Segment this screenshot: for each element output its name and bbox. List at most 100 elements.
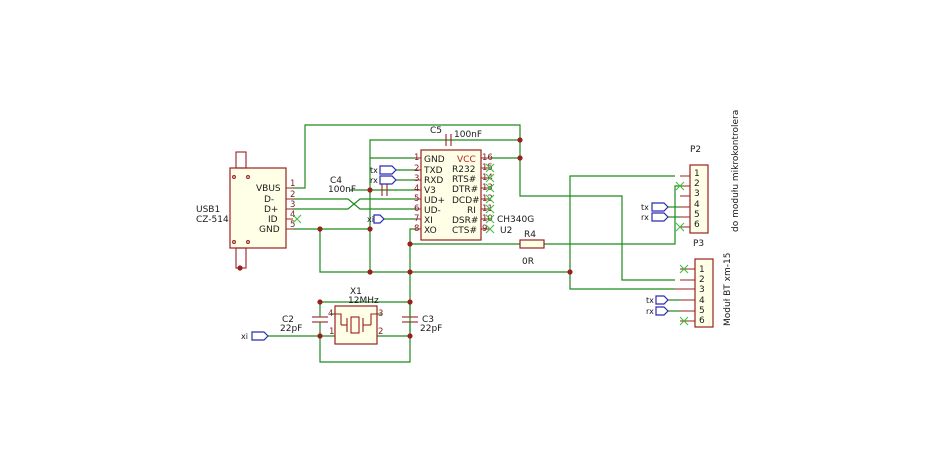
c3-ref: C3 (422, 315, 434, 325)
net-label-tx-u2-text: tx (370, 166, 378, 175)
p2-pin-3: 3 (694, 189, 700, 199)
usb-shield-bottom (235, 247, 247, 269)
u2-pin-rts: RTS# (452, 175, 476, 185)
u2-pin-udplus: UD+ (424, 196, 445, 206)
net-label-xi-u2[interactable]: xi (367, 214, 385, 224)
p3-pin-1: 1 (699, 265, 705, 275)
capacitor-c3[interactable]: C3 22pF (402, 312, 442, 334)
u2-pin-num-9: 9 (482, 224, 487, 234)
usb-id-no-connect (292, 214, 302, 224)
u2-pin-rxd: RXD (424, 176, 443, 186)
net-label-xi-crystal[interactable]: xi (241, 331, 269, 341)
net-label-tx-p2[interactable]: tx (641, 202, 669, 212)
p3-ref: P3 (693, 239, 704, 249)
u2-pin-num-14: 14 (482, 173, 493, 183)
u2-pin-v3: V3 (424, 186, 436, 196)
net-label-tx-p3-text: tx (646, 296, 654, 305)
u2-pin-num-1: 1 (414, 153, 419, 163)
connector-p3[interactable]: P3 Moduł BT xm-15 1 2 3 4 5 6 (675, 239, 733, 328)
u2-pin-num-13: 13 (482, 183, 493, 193)
usb-pin-vbus: VBUS (256, 184, 281, 194)
resistor-r4[interactable]: R4 0R (519, 230, 545, 267)
wire-dplus (293, 198, 415, 210)
u2-pin-xo: XO (424, 226, 437, 236)
net-label-rx-p2-text: rx (641, 213, 649, 222)
x1-pin-num-1: 1 (329, 327, 334, 337)
u2-pin-num-3: 3 (414, 174, 419, 184)
p3-pin-4: 4 (699, 296, 705, 306)
usb-pin-num-5: 5 (290, 220, 295, 230)
net-label-tx-u2[interactable]: tx (370, 165, 397, 175)
u2-pin-num-4: 4 (414, 184, 419, 194)
junctions (317, 137, 573, 339)
x1-pin-num-2: 2 (378, 327, 383, 337)
p3-description: Moduł BT xm-15 (723, 253, 733, 326)
usb-pin-dminus: D- (264, 195, 274, 205)
u2-body (420, 149, 482, 241)
u2-pin-txd: TXD (423, 166, 443, 176)
u2-pin-num-15: 15 (482, 163, 493, 173)
net-label-tx-p3[interactable]: tx (646, 295, 669, 305)
u2-pin-num-12: 12 (482, 194, 493, 204)
u2-pin-dcd: DCD# (452, 196, 480, 206)
u2-pin-r232: R232 (452, 165, 475, 175)
wires (268, 124, 680, 363)
wire-gnd-p2 (569, 175, 675, 272)
c5-ref: C5 (430, 126, 442, 136)
x1-pin-num-4: 4 (328, 309, 333, 319)
net-label-rx-u2-text: rx (370, 176, 378, 185)
p3-pin-3: 3 (699, 285, 705, 295)
usb-pin-gnd: GND (259, 225, 280, 235)
c2-ref: C2 (282, 315, 294, 325)
p2-pin-5: 5 (694, 210, 700, 220)
p2-pin-4: 4 (694, 200, 700, 210)
u2-pin-num-16: 16 (482, 153, 493, 163)
x1-pin-num-3: 3 (378, 309, 383, 319)
net-label-xi-crystal-text: xi (241, 332, 248, 341)
capacitor-c4[interactable]: C4 100nF (328, 176, 388, 196)
ic-u2-ch340g[interactable]: 1 2 3 4 5 6 7 8 GND TXD RXD V3 UD+ UD- X… (414, 149, 534, 241)
r4-ref: R4 (524, 230, 536, 240)
u2-pin-cts: CTS# (452, 226, 477, 236)
u2-pin-num-11: 11 (482, 204, 493, 214)
usb-shield-top (235, 151, 247, 169)
u2-pin-dtr: DTR# (452, 185, 478, 195)
usb-pin-num-2: 2 (290, 190, 295, 200)
usb-body (229, 167, 287, 249)
p3-no-connects (679, 264, 689, 326)
u2-pin-dsr: DSR# (452, 216, 478, 226)
connector-p2[interactable]: P2 do modułu mikrokontrolera 1 2 3 4 5 6 (675, 110, 741, 234)
p3-pin-2: 2 (699, 275, 705, 285)
crystal-x1[interactable]: 4 3 1 2 X1 12MHz (328, 287, 383, 345)
net-label-rx-p3[interactable]: rx (646, 306, 669, 316)
net-label-rx-u2[interactable]: rx (370, 175, 397, 185)
usb-connector[interactable]: USB1 CZ-514 VBUS D- D+ ID GND 1 2 3 4 5 (196, 151, 302, 271)
usb-pin-num-3: 3 (290, 200, 295, 210)
capacitor-c2[interactable]: C2 22pF (280, 312, 328, 334)
u2-pin-gnd: GND (424, 155, 445, 165)
wire-gnd-bottom (319, 229, 570, 273)
p2-description: do modułu mikrokontrolera (731, 110, 741, 232)
c4-value: 100nF (328, 185, 356, 195)
usb-ref: USB1 (196, 205, 220, 215)
net-label-rx-p2[interactable]: rx (641, 212, 669, 222)
wire-r4-right (544, 185, 680, 245)
usb-pin-id: ID (268, 215, 278, 225)
x1-value: 12MHz (348, 296, 379, 306)
net-label-rx-p3-text: rx (646, 307, 654, 316)
c5-value: 100nF (454, 130, 482, 140)
p2-pin-2: 2 (694, 179, 700, 189)
c2-value: 22pF (280, 324, 302, 334)
usb-value: CZ-514 (196, 215, 229, 225)
capacitor-c5[interactable]: C5 100nF (430, 126, 482, 146)
u2-pin-num-6: 6 (414, 204, 419, 214)
net-label-xi-u2-text: xi (367, 215, 374, 224)
p3-pin-5: 5 (699, 306, 705, 316)
u2-pin-ri: RI (467, 206, 476, 216)
u2-pin-udminus: UD- (424, 206, 441, 216)
x1-ref: X1 (350, 287, 362, 297)
wire-xo (319, 228, 415, 363)
p2-pin-6: 6 (694, 220, 700, 230)
